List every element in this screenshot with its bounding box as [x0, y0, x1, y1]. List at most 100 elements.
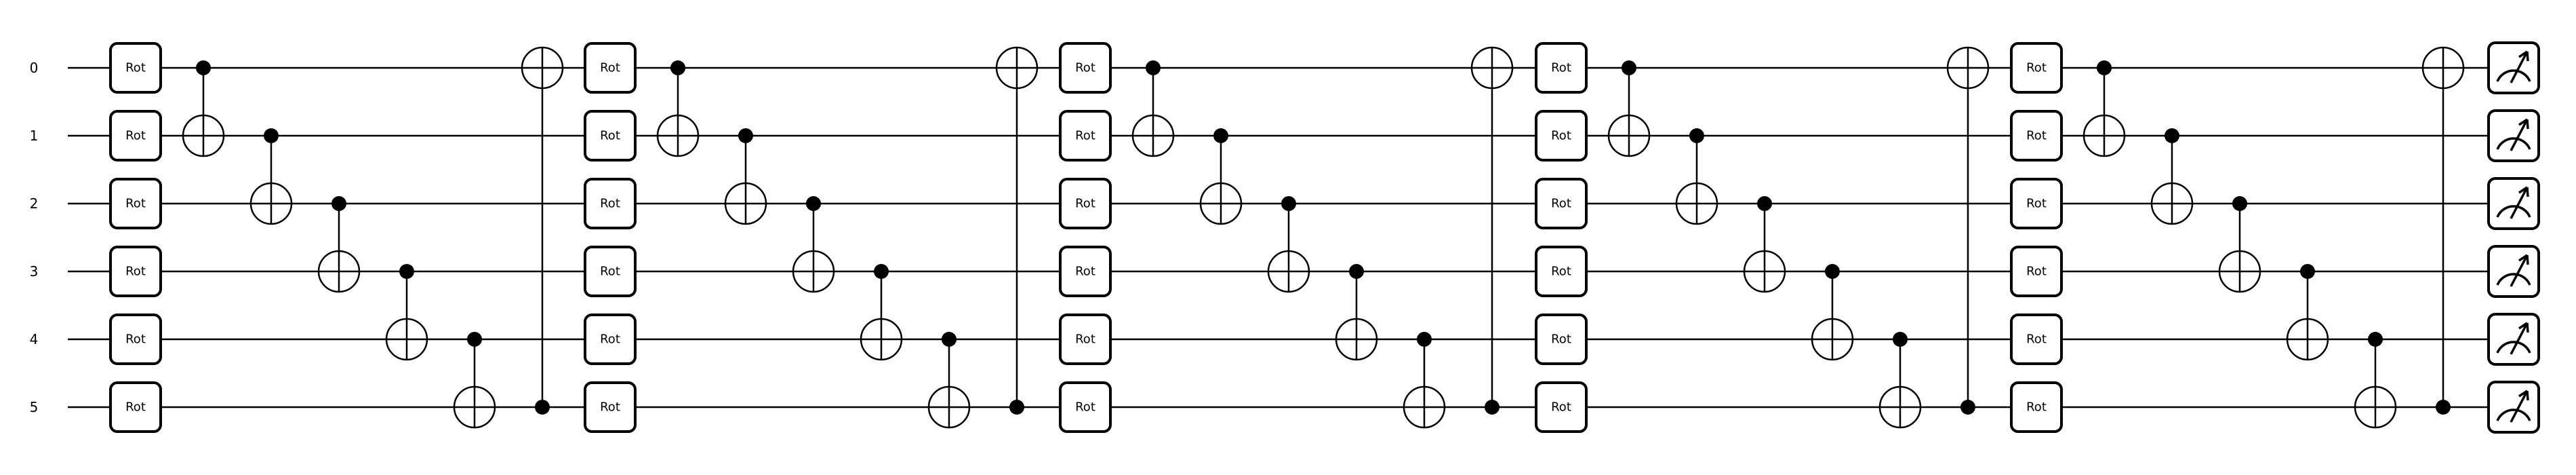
rot-gate: Rot: [2010, 110, 2063, 162]
rot-gate-label: Rot: [600, 265, 620, 279]
control-dot: [1213, 128, 1228, 143]
rot-gate-label: Rot: [600, 400, 620, 415]
measurement-box: [2487, 41, 2540, 94]
rot-gate-box: [1535, 110, 1588, 162]
rot-gate: Rot: [2010, 381, 2063, 433]
rot-gate: Rot: [2010, 178, 2063, 229]
meter-arrowhead: [2518, 186, 2529, 197]
rot-gate-box: [2010, 246, 2063, 297]
control-dot: [1689, 128, 1704, 143]
rot-gate: Rot: [1059, 42, 1112, 94]
rot-gate-label: Rot: [1551, 129, 1571, 143]
wire-label-4: 4: [30, 331, 39, 347]
cnot-gate: [453, 332, 496, 429]
cnot-gate: [1946, 46, 1990, 415]
control-dot: [1485, 400, 1500, 415]
cnot-gate: [1267, 196, 1310, 293]
rot-gate-box: [1059, 314, 1112, 365]
cnot-gate: [2218, 196, 2261, 293]
rot-gate: Rot: [2010, 246, 2063, 297]
control-dot: [1825, 264, 1840, 279]
control-dot: [1622, 60, 1636, 75]
rot-gate-box: [109, 42, 162, 94]
meter-arc: [2496, 137, 2531, 150]
cnot-gate: [927, 332, 971, 429]
rot-gate: Rot: [1535, 42, 1588, 94]
control-dot: [1757, 196, 1772, 211]
cnot-gate: [1743, 196, 1786, 293]
meter-arrowhead: [2518, 390, 2529, 401]
rot-gate-box: [584, 381, 637, 433]
control-dot: [1417, 332, 1432, 347]
measurement-meter-icon: [2487, 41, 2540, 94]
rot-gate: Rot: [1535, 110, 1588, 162]
rot-gate-box: [2010, 381, 2063, 433]
measurement-meter-icon: [2487, 381, 2540, 434]
rot-gate: Rot: [109, 178, 162, 229]
wire-label-2: 2: [30, 195, 39, 212]
rot-gate-label: Rot: [2026, 400, 2047, 415]
rot-gate: Rot: [1535, 178, 1588, 229]
rot-gate-box: [1059, 381, 1112, 433]
rot-gate: Rot: [1535, 314, 1588, 365]
rot-gate-box: [2010, 42, 2063, 94]
rot-gate: Rot: [584, 314, 637, 365]
meter-arc: [2496, 273, 2531, 286]
rot-gate-box: [109, 178, 162, 229]
wire-label-3: 3: [30, 263, 39, 280]
rot-gate-label: Rot: [1075, 197, 1095, 211]
measurement-box: [2487, 381, 2540, 434]
rot-gate-label: Rot: [2026, 61, 2047, 75]
control-dot: [264, 128, 279, 143]
control-dot: [1893, 332, 1908, 347]
rot-gate: Rot: [1535, 381, 1588, 433]
control-dot: [2232, 196, 2247, 211]
measurement-box: [2487, 177, 2540, 230]
rot-gate: Rot: [1059, 178, 1112, 229]
meter-needle: [2510, 322, 2529, 355]
control-dot: [942, 332, 957, 347]
rot-gate-box: [109, 314, 162, 365]
rot-gate-box: [2010, 314, 2063, 365]
meter-needle: [2510, 254, 2529, 287]
rot-gate-box: [1535, 314, 1588, 365]
cnot-gate: [724, 128, 767, 225]
rot-gate-box: [109, 246, 162, 297]
meter-needle: [2510, 119, 2529, 151]
wire-label-1: 1: [30, 128, 39, 144]
wire-label-0: 0: [30, 60, 39, 76]
meter-arc: [2496, 205, 2531, 218]
cnot-gate: [2082, 60, 2126, 157]
cnot-gate: [2150, 128, 2194, 225]
rot-gate-box: [1059, 110, 1112, 162]
rot-gate-label: Rot: [1075, 61, 1095, 75]
control-dot: [2097, 60, 2112, 75]
rot-gate-label: Rot: [125, 61, 146, 75]
rot-gate-box: [1535, 178, 1588, 229]
control-dot: [2436, 400, 2451, 415]
rot-gate-box: [1059, 246, 1112, 297]
control-dot: [399, 264, 414, 279]
cnot-gate: [1403, 332, 1446, 429]
measurement-box: [2487, 109, 2540, 162]
meter-arc: [2496, 69, 2531, 82]
meter-needle: [2510, 390, 2529, 423]
rot-gate-label: Rot: [1551, 400, 1571, 415]
control-dot: [1281, 196, 1296, 211]
control-dot: [738, 128, 753, 143]
cnot-gate: [2421, 46, 2465, 415]
control-dot: [1009, 400, 1024, 415]
rot-gate: Rot: [109, 110, 162, 162]
control-dot: [874, 264, 889, 279]
cnot-gate: [995, 46, 1039, 415]
cnot-gate: [1675, 128, 1718, 225]
rot-gate-label: Rot: [1551, 197, 1571, 211]
meter-arc: [2496, 341, 2531, 354]
rot-gate-label: Rot: [1075, 332, 1095, 347]
